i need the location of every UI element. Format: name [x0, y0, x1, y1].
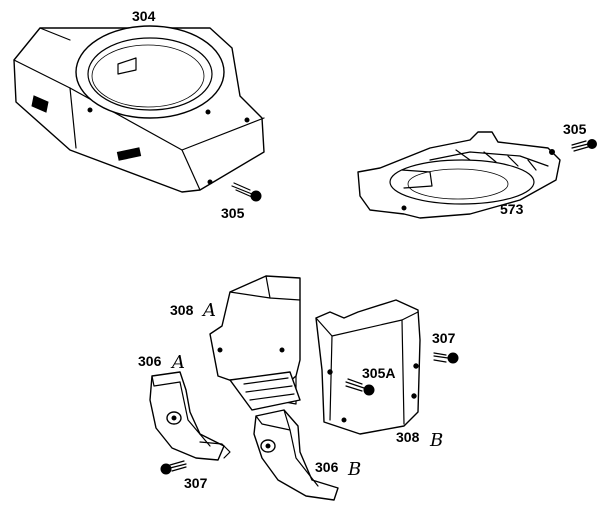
label-307-right: 307 [432, 330, 456, 346]
label-308b-variant: B [429, 430, 443, 451]
label-305-upper-right: 305 [563, 121, 587, 137]
blower-housing-304 [13, 25, 265, 193]
air-guide-573 [357, 131, 561, 219]
label-308a-number: 308 [170, 302, 194, 318]
label-306a-number: 306 [138, 353, 162, 369]
label-305-upper-left: 305 [221, 205, 245, 221]
screw-307-right [433, 352, 459, 364]
label-305a: 305A [362, 365, 395, 381]
screw-305-upper-right [571, 139, 597, 152]
label-306b-number: 306 [315, 459, 339, 475]
cylinder-shroud-308a [209, 275, 301, 411]
label-308b-number: 308 [396, 429, 420, 445]
cylinder-cover-306a [149, 371, 231, 461]
screw-307-lower-left [160, 460, 187, 475]
label-573: 573 [500, 201, 524, 217]
cylinder-cover-306b [253, 409, 339, 501]
label-308a-variant: A [201, 300, 216, 321]
label-304: 304 [132, 8, 156, 24]
label-306b-variant: B [347, 459, 361, 480]
screw-305-upper-left [231, 182, 262, 202]
label-306a-variant: A [170, 352, 185, 373]
label-307-lower-left: 307 [184, 475, 208, 491]
screw-305a [345, 378, 375, 396]
cylinder-shroud-308b [315, 299, 421, 435]
